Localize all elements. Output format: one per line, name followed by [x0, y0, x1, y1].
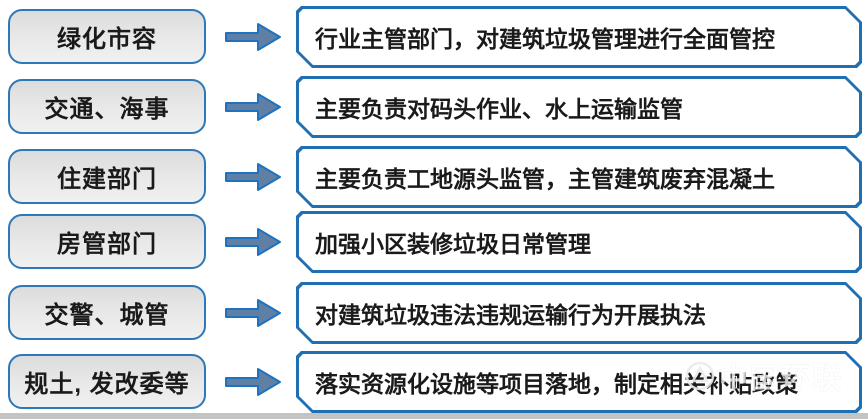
right-arrow-icon [224, 226, 283, 258]
responsibility-label: 加强小区装修垃圾日常管理 [315, 231, 591, 257]
department-box: 交通、海事 [8, 79, 206, 134]
department-label: 交警、城管 [44, 302, 170, 329]
responsibility-label: 主要负责工地源头监管，主管建筑废弃混凝土 [315, 166, 775, 192]
department-box: 住建部门 [8, 149, 206, 204]
responsibility-box-fill [299, 214, 859, 270]
responsibility-label: 落实资源化设施等项目落地，制定相关补贴政策 [315, 371, 798, 397]
right-arrow-icon [224, 161, 283, 193]
department-label: 交通、海事 [44, 96, 170, 123]
department-label: 房管部门 [57, 231, 157, 258]
flow-row: 交警、城管 对建筑垃圾违法违规运输行为开展执法 [0, 282, 868, 344]
department-box: 绿化市容 [8, 9, 206, 64]
responsibility-box-fill [299, 79, 859, 135]
responsibility-label: 对建筑垃圾违法违规运输行为开展执法 [315, 302, 706, 328]
responsibility-box-fill [299, 149, 859, 205]
flow-row: 住建部门 主要负责工地源头监管，主管建筑废弃混凝土 [0, 146, 868, 208]
responsibility-box: 对建筑垃圾违法违规运输行为开展执法 [296, 282, 862, 344]
responsibility-box-fill [299, 354, 859, 410]
responsibility-box: 落实资源化设施等项目落地，制定相关补贴政策 [296, 351, 862, 413]
department-box: 交警、城管 [8, 285, 206, 340]
responsibility-box: 行业主管部门，对建筑垃圾管理进行全面管控 [296, 6, 862, 68]
flow-row: 绿化市容 行业主管部门，对建筑垃圾管理进行全面管控 [0, 6, 868, 68]
responsibility-box: 加强小区装修垃圾日常管理 [296, 211, 862, 273]
department-label: 住建部门 [57, 166, 157, 193]
department-box: 房管部门 [8, 214, 206, 269]
responsibility-box: 主要负责对码头作业、水上运输监管 [296, 76, 862, 138]
right-arrow-icon [224, 91, 283, 123]
department-label: 规土, 发改委等 [24, 371, 190, 398]
footer-divider-bar [0, 413, 868, 419]
flow-row: 房管部门 加强小区装修垃圾日常管理 [0, 211, 868, 273]
responsibility-box-fill [299, 9, 859, 65]
department-label: 绿化市容 [57, 26, 157, 53]
responsibility-box: 主要负责工地源头监管，主管建筑废弃混凝土 [296, 146, 862, 208]
responsibility-box-fill [299, 285, 859, 341]
responsibility-label: 行业主管部门，对建筑垃圾管理进行全面管控 [315, 26, 775, 52]
flow-row: 交通、海事 主要负责对码头作业、水上运输监管 [0, 76, 868, 138]
right-arrow-icon [224, 366, 283, 398]
right-arrow-icon [224, 21, 283, 53]
department-box: 规土, 发改委等 [8, 354, 206, 409]
flow-row: 规土, 发改委等 落实资源化设施等项目落地，制定相关补贴政策 [0, 351, 868, 413]
right-arrow-icon [224, 297, 283, 329]
responsibility-label: 主要负责对码头作业、水上运输监管 [315, 96, 683, 122]
